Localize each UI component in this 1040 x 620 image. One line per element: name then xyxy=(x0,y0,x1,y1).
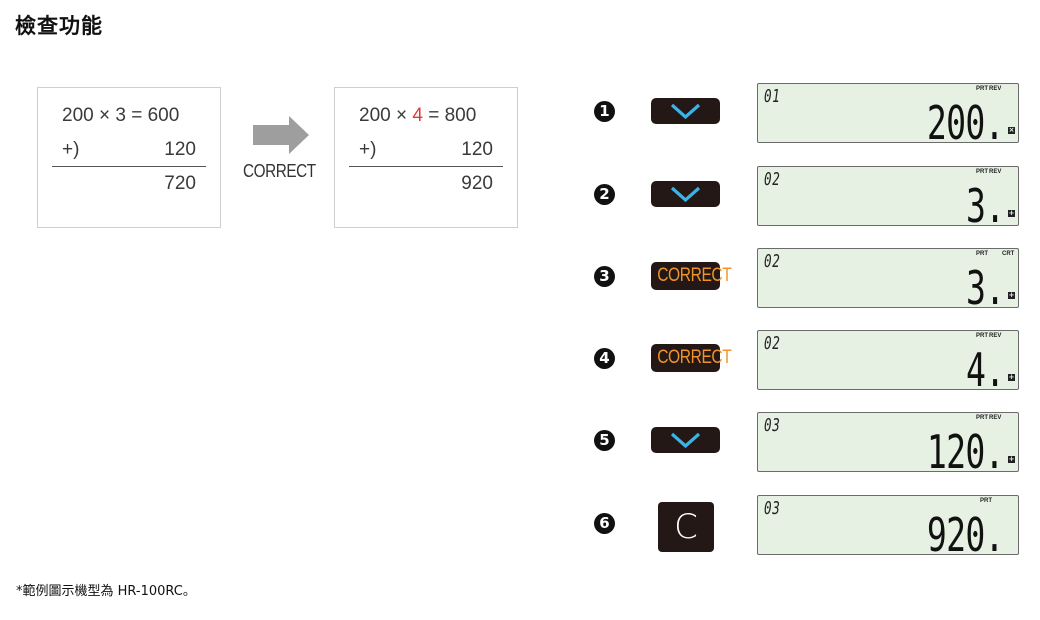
lcd-value: 3. xyxy=(965,179,1005,233)
example-after-box: 200 × 4 = 800 +) 120 920 xyxy=(334,87,518,228)
lcd-indicator-prt: PRT xyxy=(980,498,992,504)
right-arrow-icon xyxy=(253,116,309,154)
plus-symbol-icon: + xyxy=(1008,291,1015,299)
lcd-indicator-prt: PRT xyxy=(976,333,988,339)
arrow-label: CORRECT xyxy=(243,161,316,181)
lcd-value: 200. xyxy=(927,96,1005,150)
calc-expression: 200 × 3 = 600 xyxy=(62,105,180,126)
lcd-display: 02 PRT CRT 3.+ xyxy=(757,248,1019,315)
step-number-badge: 6 xyxy=(594,513,615,534)
lcd-indicator-crt: CRT xyxy=(1002,251,1015,257)
lcd-item-counter: 02 xyxy=(764,333,781,354)
lcd-indicator-rev: REV xyxy=(989,169,1002,175)
step-number-badge: 1 xyxy=(594,101,615,122)
lcd-item-counter: 01 xyxy=(764,86,781,107)
lcd-indicator-prt: PRT xyxy=(976,415,988,421)
step-number-badge: 4 xyxy=(594,348,615,369)
calc-expression-part: 200 × xyxy=(359,105,413,126)
calc-operator: +) xyxy=(62,139,80,160)
example-before-box: 200 × 3 = 600 +) 120 720 xyxy=(37,87,221,228)
clear-key-label: C xyxy=(674,507,698,547)
lcd-value: 920. xyxy=(927,508,1005,562)
lcd-item-counter: 03 xyxy=(764,498,781,519)
calc-total: 720 xyxy=(164,173,196,194)
lcd-indicator-prt: PRT xyxy=(976,169,988,175)
calc-expression-part: = 800 xyxy=(422,105,477,126)
plus-symbol-icon: + xyxy=(1008,209,1015,217)
lcd-display: 03 PRT 920. xyxy=(757,495,1019,562)
lcd-value: 3. xyxy=(965,261,1005,315)
lcd-value: 4. xyxy=(965,343,1005,397)
down-arrow-key[interactable] xyxy=(651,181,720,207)
correct-key[interactable]: CORRECT xyxy=(651,262,732,290)
page-title: 檢查功能 xyxy=(15,14,103,38)
lcd-indicator-rev: REV xyxy=(989,415,1002,421)
lcd-item-counter: 03 xyxy=(764,415,781,436)
down-arrow-key[interactable] xyxy=(651,98,720,124)
lcd-indicator-rev: REV xyxy=(989,86,1002,92)
calc-operator: +) xyxy=(359,139,377,160)
lcd-item-counter: 02 xyxy=(764,251,781,272)
chevron-down-icon xyxy=(670,103,701,120)
step-6: 6 C 03 PRT 920. xyxy=(0,495,1040,562)
footnote: *範例圖示機型為 HR-100RC。 xyxy=(16,584,196,599)
calc-expression: 200 × 4 = 800 xyxy=(359,105,476,127)
lcd-indicator-prt: PRT xyxy=(976,251,988,257)
corrected-value: 4 xyxy=(412,105,423,126)
lcd-indicator-prt: PRT xyxy=(976,86,988,92)
lcd-indicator-rev: REV xyxy=(989,333,1002,339)
down-arrow-key[interactable] xyxy=(651,427,720,453)
sum-rule-divider xyxy=(349,166,503,167)
plus-symbol-icon: + xyxy=(1008,373,1015,381)
calc-total: 920 xyxy=(461,173,493,194)
chevron-down-icon xyxy=(670,186,701,203)
step-3: 3 CORRECT 02 PRT CRT 3.+ xyxy=(0,248,1040,315)
sum-rule-divider xyxy=(52,166,206,167)
plus-symbol-icon: + xyxy=(1008,455,1015,463)
correct-key-label: CORRECT xyxy=(657,347,732,368)
step-number-badge: 3 xyxy=(594,266,615,287)
calc-addend: 120 xyxy=(461,139,493,160)
lcd-item-counter: 02 xyxy=(764,169,781,190)
calc-addend: 120 xyxy=(164,139,196,160)
step-number-badge: 2 xyxy=(594,184,615,205)
chevron-down-icon xyxy=(670,432,701,449)
step-number-badge: 5 xyxy=(594,430,615,451)
correct-key[interactable]: CORRECT xyxy=(651,344,732,372)
lcd-value: 120. xyxy=(927,425,1005,479)
correct-key-label: CORRECT xyxy=(657,265,732,286)
clear-key[interactable]: C xyxy=(658,502,714,552)
multiply-symbol-icon: × xyxy=(1008,126,1015,134)
